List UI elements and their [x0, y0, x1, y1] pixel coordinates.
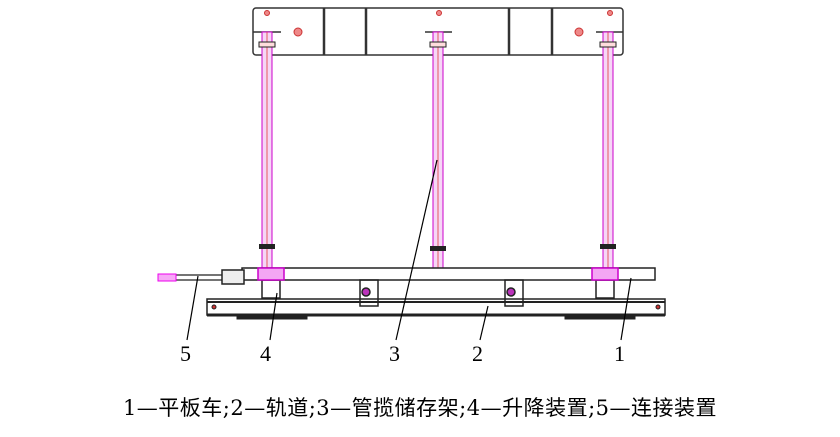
bolt-holes — [264, 10, 613, 37]
rail — [206, 298, 666, 320]
label-4: 4 — [260, 341, 271, 366]
label-3: 3 — [389, 341, 400, 366]
column-left — [258, 31, 276, 269]
label-1: 1 — [614, 341, 625, 366]
leader-lines — [186, 159, 632, 341]
figure-caption: 1—平板车;2—轨道;3—管揽储存架;4—升降装置;5—连接装置 — [122, 396, 718, 420]
label-2: 2 — [472, 341, 483, 366]
label-5: 5 — [180, 341, 191, 366]
column-middle — [429, 31, 447, 269]
storage-columns — [258, 31, 617, 269]
column-right — [599, 31, 617, 269]
connection-device — [157, 273, 222, 282]
flat-car — [221, 267, 656, 307]
